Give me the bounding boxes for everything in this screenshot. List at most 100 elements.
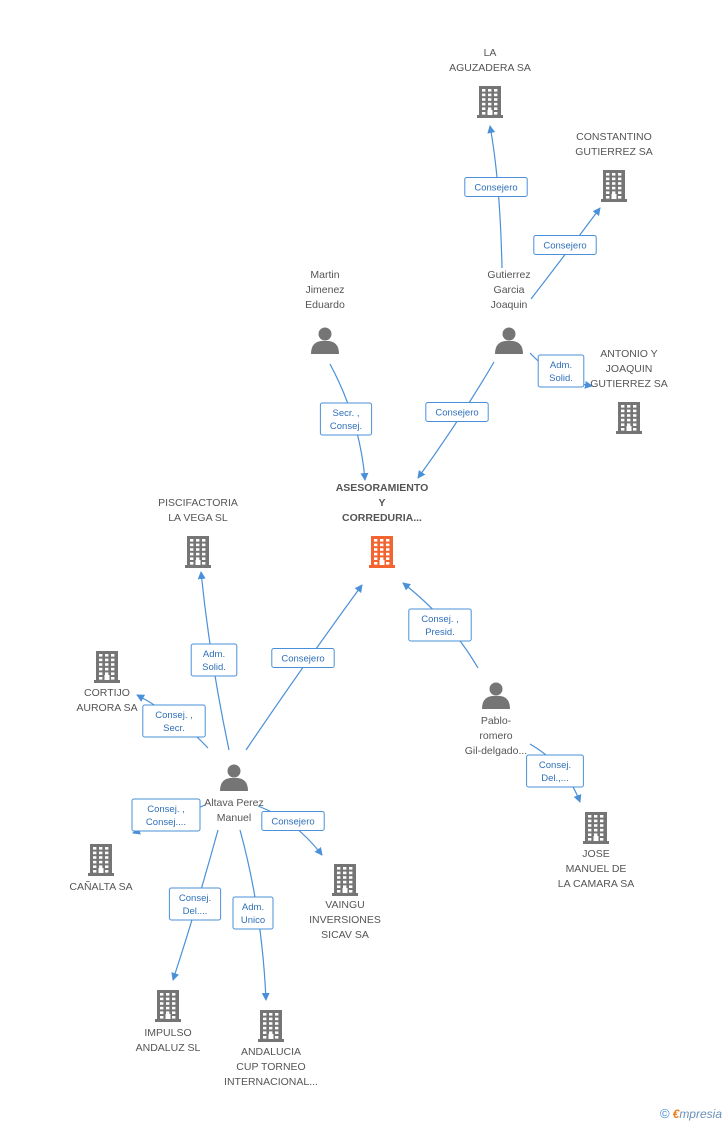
- edge-label-text: Unico: [241, 915, 265, 926]
- edge-label-box: [425, 402, 489, 422]
- building-icon: [155, 990, 181, 1022]
- brand-name: mpresia: [679, 1107, 722, 1121]
- edge-label-altava-canalta[interactable]: Consej. , Consej....: [131, 798, 201, 832]
- node-label: Pablo-: [481, 715, 512, 727]
- edge-label-text: Consejero: [281, 654, 324, 665]
- node-label: ASESORAMIENTO: [336, 482, 429, 494]
- edge-label-text: Secr. ,: [333, 408, 360, 419]
- node-label: CAÑALTA SA: [69, 880, 132, 893]
- edge-label-pablo-jose[interactable]: Consej.Del.,...: [526, 754, 584, 788]
- edge-label-text: Solid.: [549, 373, 573, 384]
- edge-altava-main: [245, 584, 363, 751]
- edge-label-box: [168, 887, 222, 921]
- edge-label-text: Adm.: [550, 360, 572, 371]
- node-label: IMPULSO: [144, 1027, 191, 1039]
- edge-label-altava-andalucia[interactable]: Adm. Unico: [232, 896, 274, 930]
- node-label: JOSE: [582, 848, 609, 860]
- edge-label-box: [319, 402, 373, 436]
- node-label: VAINGU: [325, 899, 364, 911]
- edge-label-altava-vaingu[interactable]: Consejero: [261, 811, 325, 831]
- node-label: ANDALUZ SL: [136, 1042, 201, 1054]
- edge-label-text: Del.,...: [541, 773, 568, 784]
- node-label: Garcia: [494, 284, 525, 296]
- edge-label-text: Del....: [183, 906, 208, 917]
- edge-label-text: Consejero: [474, 183, 517, 194]
- node-label: Gutierrez: [487, 269, 530, 281]
- edge-label-box: [408, 608, 472, 642]
- edge-label-gutierrez-constantino[interactable]: Consejero: [533, 235, 597, 255]
- edge-label-text: Consej....: [146, 817, 186, 828]
- node-label: GUTIERREZ SA: [575, 146, 653, 158]
- node-label: LA: [484, 47, 497, 59]
- edge-label-text: Solid.: [202, 662, 226, 673]
- building-icon: [583, 812, 609, 844]
- edge-label-box: [271, 648, 335, 668]
- edge-label-text: Presid.: [425, 627, 455, 638]
- edge-label-martin-main[interactable]: Secr. , Consej.: [319, 402, 373, 436]
- node-pablo[interactable]: Pablo-romeroGil-delgado...: [465, 682, 527, 758]
- node-label: Jimenez: [305, 284, 344, 296]
- edge-label-text: Consej. ,: [155, 710, 193, 721]
- edge-label-box: [131, 798, 201, 832]
- edge-label-text: Consej. ,: [421, 614, 459, 625]
- node-label: CUP TORNEO: [236, 1061, 305, 1073]
- edge-label-altava-cortijo[interactable]: Consej. ,Secr.: [142, 704, 206, 738]
- edge-label-text: Consej.: [330, 421, 362, 432]
- edge-label-text: Consejero: [543, 241, 586, 252]
- edge-label-pablo-main[interactable]: Consej. , Presid.: [408, 608, 472, 642]
- brand-initial: €: [672, 1107, 680, 1121]
- edge-label-altava-main[interactable]: Consejero: [271, 648, 335, 668]
- node-aguzadera[interactable]: LA AGUZADERA SA: [449, 47, 531, 118]
- building-icon: [616, 402, 642, 434]
- node-label: Y: [378, 497, 385, 509]
- edge-label-text: Consejero: [271, 817, 314, 828]
- node-label: ANDALUCIA: [241, 1046, 301, 1058]
- node-main[interactable]: ASESORAMIENTOYCORREDURIA...: [336, 482, 429, 568]
- edge-label-text: Adm.: [203, 649, 225, 660]
- building-icon: [369, 536, 395, 568]
- node-cortijo[interactable]: CORTIJO AURORA SA: [76, 651, 138, 714]
- person-icon: [482, 682, 510, 709]
- edge-label-gutierrez-main[interactable]: Consejero: [425, 402, 489, 422]
- node-label: Eduardo: [305, 299, 345, 311]
- edge-label-text: Adm.: [242, 902, 264, 913]
- node-label: PISCIFACTORIA: [158, 497, 238, 509]
- edge-label-box: [142, 704, 206, 738]
- node-label: Altava Perez: [204, 797, 264, 809]
- edge-label-altava-piscifactoria[interactable]: Adm. Solid.: [190, 643, 238, 677]
- building-icon: [477, 86, 503, 118]
- node-label: AGUZADERA SA: [449, 62, 531, 74]
- building-icon: [185, 536, 211, 568]
- edge-label-text: Consej. ,: [147, 804, 185, 815]
- edge-label-gutierrez-aguzadera[interactable]: Consejero: [464, 177, 528, 197]
- node-label: Manuel: [217, 812, 251, 824]
- edge-label-gutierrez-antonio[interactable]: Adm. Solid.: [537, 354, 585, 388]
- edge-label-text: Consejero: [435, 408, 478, 419]
- node-label: MANUEL DE: [566, 863, 627, 875]
- node-label: CORTIJO: [84, 687, 130, 699]
- node-label: Martin: [310, 269, 339, 281]
- edge-label-altava-impulso[interactable]: Consej.Del....: [168, 887, 222, 921]
- node-label: ANTONIO Y: [600, 348, 657, 360]
- person-icon: [220, 764, 248, 791]
- edge-label-box: [533, 235, 597, 255]
- node-label: Joaquin: [491, 299, 528, 311]
- person-icon: [495, 327, 523, 354]
- building-icon: [332, 864, 358, 896]
- node-canalta[interactable]: CAÑALTA SA: [69, 844, 133, 893]
- building-icon: [88, 844, 114, 876]
- node-label: AURORA SA: [76, 702, 137, 714]
- node-impulso[interactable]: IMPULSO ANDALUZ SL: [136, 990, 201, 1054]
- edge-label-box: [190, 643, 238, 677]
- empresia-logo[interactable]: ©€mpresia: [660, 1106, 722, 1121]
